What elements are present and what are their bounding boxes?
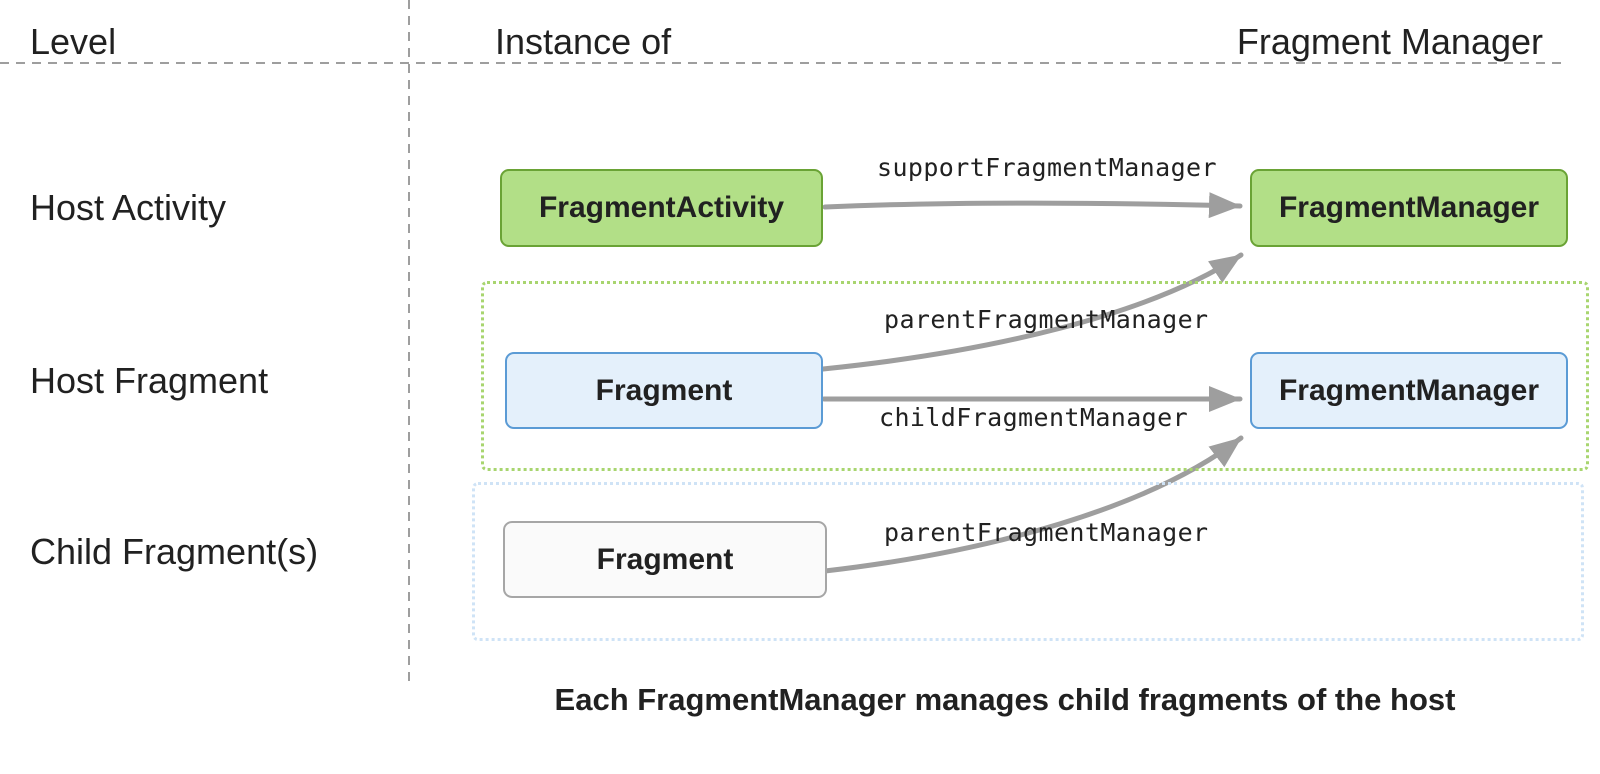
child-fragment-node: Fragment [503,521,827,598]
host-fragment-node: Fragment [505,352,823,429]
level-label-child-fragments: Child Fragment(s) [30,531,319,572]
host-fragment-manager-node: FragmentManager [1250,169,1568,247]
host-fragment-zone [481,281,1589,471]
level-label-host-activity: Host Activity [30,187,227,228]
support-fragment-manager-arrow [822,192,1243,219]
column-header-level: Level [30,21,117,62]
diagram-caption: Each FragmentManager manages child fragm… [554,682,1456,717]
column-header-instance-of: Instance of [495,21,672,62]
fragment-activity-node: FragmentActivity [500,169,823,247]
level-label-host-fragment: Host Fragment [30,360,269,401]
child-fragment-manager-node: FragmentManager [1250,352,1568,429]
parent-fragment-manager-child-label: parentFragmentManager [884,518,1209,547]
child-fragment-zone [472,482,1584,641]
column-header-fragment-manager: Fragment Manager [1236,21,1543,62]
child-fragment-manager-label: childFragmentManager [879,403,1189,432]
support-fragment-manager-label: supportFragmentManager [877,153,1217,182]
parent-fragment-manager-host-label: parentFragmentManager [884,305,1209,334]
